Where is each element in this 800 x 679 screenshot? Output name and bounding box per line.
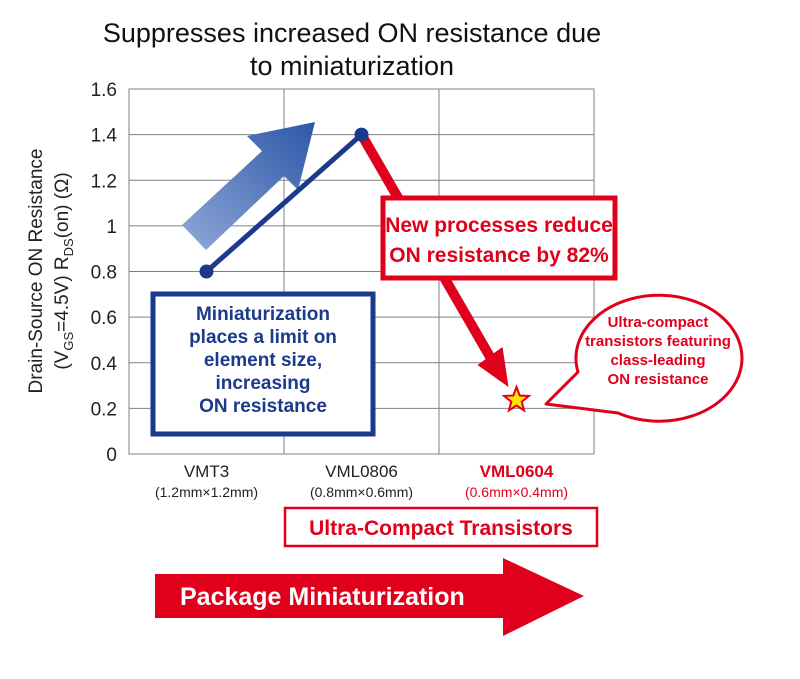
chart-title-line1: Suppresses increased ON resistance due <box>103 18 601 48</box>
data-point <box>354 127 369 142</box>
reduction-callout-line2: ON resistance by 82% <box>389 244 609 267</box>
y-tick-label: 1.2 <box>91 171 117 192</box>
ultra-compact-label-box <box>283 506 599 548</box>
miniaturization-callout-line5: ON resistance <box>199 396 327 417</box>
y-axis-label-line1: Drain-Source ON Resistance <box>26 149 47 394</box>
y-tick-labels: 0 0.2 0.4 0.6 0.8 1 1.2 1.4 1.6 <box>91 80 118 466</box>
miniaturization-line <box>204 132 364 274</box>
speech-bubble-shape <box>544 293 744 423</box>
x-category-name: VML0604 <box>480 462 554 481</box>
miniaturization-callout-box <box>150 291 376 437</box>
y-tick-label: 1.6 <box>91 80 117 101</box>
reduction-callout-line1: New processes reduce <box>385 214 613 237</box>
x-category-name: VMT3 <box>184 462 229 481</box>
y-tick-label: 0 <box>106 445 117 466</box>
y-tick-label: 0.4 <box>91 354 118 375</box>
y-tick-label: 0.6 <box>91 308 117 329</box>
x-category-name: VML0806 <box>325 462 398 481</box>
bubble-line4: ON resistance <box>608 371 709 388</box>
data-point <box>199 264 214 279</box>
miniaturization-callout-line4: increasing <box>215 373 310 394</box>
ultra-compact-label: Ultra-Compact Transistors <box>283 506 599 548</box>
package-miniaturization-arrow: Package Miniaturization <box>155 558 584 636</box>
package-miniaturization-text: Package Miniaturization <box>180 583 465 611</box>
y-tick-label: 0.2 <box>91 399 117 420</box>
ultra-compact-label-text: Ultra-Compact Transistors <box>309 517 573 540</box>
x-category-size: (0.6mm×0.4mm) <box>465 484 568 500</box>
reduction-callout: New processes reduce ON resistance by 82… <box>380 195 618 281</box>
miniaturization-callout-line1: Miniaturization <box>196 304 330 325</box>
miniaturization-callout-line2: places a limit on <box>189 327 337 348</box>
reduction-arrowhead <box>477 346 509 387</box>
y-tick-label: 1.4 <box>91 126 118 147</box>
star-data-point-icon <box>501 384 532 413</box>
miniaturization-callout-line3: element size, <box>204 350 322 371</box>
y-tick-label: 1 <box>106 217 117 238</box>
chart-title-line2: to miniaturization <box>250 51 454 81</box>
right-arrow-icon <box>155 558 584 636</box>
x-category-size: (0.8mm×0.6mm) <box>310 484 413 500</box>
y-tick-label: 0.8 <box>91 263 117 284</box>
reduction-callout-box <box>380 195 618 281</box>
x-category-labels: VMT3 (1.2mm×1.2mm) VML0806 (0.8mm×0.6mm) VML… <box>155 462 568 500</box>
bubble-line2: transistors featuring <box>585 333 731 350</box>
y-axis-label-line2: (VGS=4.5V) RDS(on) (Ω) <box>52 172 76 369</box>
bubble-line1: Ultra-compact <box>608 314 709 331</box>
miniaturization-callout: Miniaturization places a limit on elemen… <box>150 291 376 437</box>
bubble-line3: class-leading <box>610 352 705 369</box>
x-category-size: (1.2mm×1.2mm) <box>155 484 258 500</box>
trend-up-arrow-icon <box>182 122 315 250</box>
y-axis-label: Drain-Source ON Resistance (VGS=4.5V) RD… <box>26 149 76 394</box>
leading-resistance-bubble: Ultra-compact transistors featuring clas… <box>544 293 744 423</box>
